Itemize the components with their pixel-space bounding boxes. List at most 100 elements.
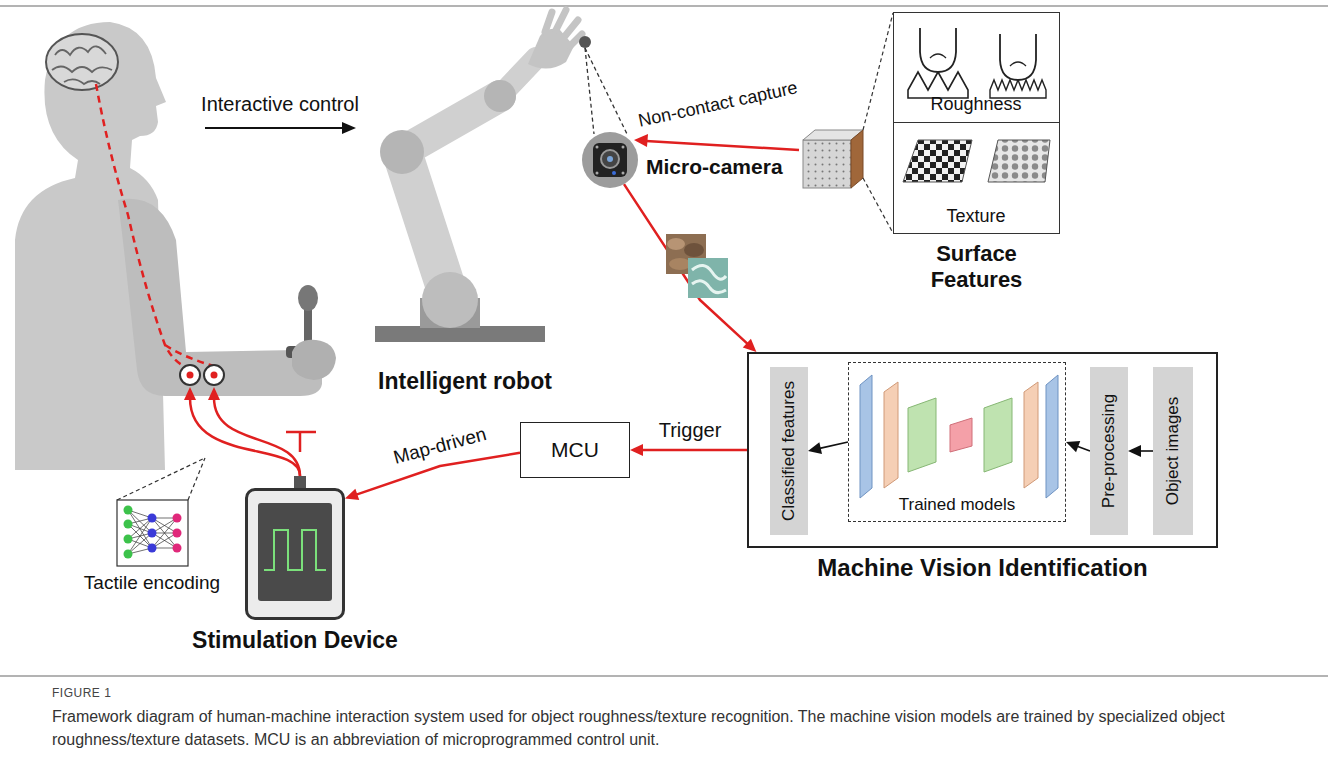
- circle-shape: [148, 514, 157, 523]
- path-shape: [264, 530, 326, 570]
- polygon-shape: [950, 418, 972, 452]
- stimulation-device: [246, 476, 344, 619]
- circle-shape: [173, 544, 182, 553]
- path-shape: [930, 54, 946, 58]
- connector-line: [642, 449, 747, 452]
- line-shape: [128, 533, 152, 554]
- edge-label: Trigger: [656, 418, 725, 442]
- rect-shape: [246, 489, 344, 619]
- polygon-shape: [903, 140, 972, 182]
- rect-shape: [803, 140, 851, 188]
- polygon-shape: [184, 387, 196, 400]
- circle-shape: [612, 171, 616, 175]
- figure-number: FIGURE 1: [52, 686, 111, 700]
- human-figure: [15, 22, 322, 470]
- line-shape: [863, 178, 893, 233]
- polygon-shape: [984, 398, 1012, 472]
- node-text: Pre-processing: [1099, 394, 1119, 508]
- circle-shape: [422, 272, 478, 328]
- top-rule: [0, 5, 1328, 7]
- circle-shape: [622, 146, 625, 149]
- roughness-panel: Roughness: [893, 12, 1060, 123]
- path-shape: [190, 398, 300, 476]
- preprocess-bar: Pre-processing: [1090, 367, 1128, 535]
- arrow-head: [630, 444, 643, 456]
- edge-label: Map-driven: [388, 422, 492, 470]
- control-arrow: [205, 122, 356, 134]
- circle-shape: [211, 372, 218, 379]
- circle-shape: [173, 514, 182, 523]
- polygon-shape: [1024, 382, 1038, 488]
- node-text: Texture: [893, 206, 1060, 228]
- ellipse-shape: [684, 243, 704, 257]
- path-shape: [96, 84, 190, 368]
- figure-caption: Framework diagram of human-machine inter…: [52, 705, 1282, 751]
- rect-shape: [593, 143, 627, 177]
- circle-shape: [484, 80, 516, 112]
- path-shape: [920, 28, 956, 72]
- circle-shape: [579, 36, 591, 48]
- ellipse-shape: [667, 238, 685, 250]
- circle-shape: [204, 365, 224, 385]
- connector-line: [624, 184, 748, 344]
- caption-rule: [0, 675, 1328, 677]
- cnn-layers: [860, 375, 1058, 498]
- captured-images: [666, 234, 728, 298]
- image-bar: Object images: [1153, 367, 1193, 535]
- circle-shape: [148, 529, 157, 538]
- node-text: Trained models: [849, 495, 1065, 515]
- path-shape: [214, 398, 300, 476]
- camera-icon: [582, 132, 638, 188]
- capture-label: Non-contact capture: [636, 77, 799, 132]
- circle-shape: [124, 520, 133, 529]
- node-text: MCU: [551, 437, 599, 462]
- connector-line: [1077, 446, 1090, 451]
- camera-circle: Micro-camera: [582, 132, 638, 188]
- device-body: Stimulation Device: [245, 488, 345, 620]
- path-shape: [545, 10, 582, 46]
- line-shape: [188, 458, 205, 500]
- polygon-shape: [988, 140, 1050, 182]
- circle-shape: [148, 544, 157, 553]
- circle-shape: [622, 172, 625, 175]
- circle-shape: [124, 550, 133, 559]
- stimulation-wires: [184, 387, 316, 476]
- connector-line: [820, 442, 848, 448]
- path-shape: [1000, 34, 1036, 80]
- path-shape: [1010, 62, 1026, 66]
- connector-line: [356, 453, 520, 495]
- texture-panel: Texture: [893, 123, 1060, 234]
- arrow-head: [1066, 441, 1080, 452]
- ellipse-shape: [669, 258, 691, 270]
- polygon-shape: [860, 375, 872, 498]
- ellipse-shape: [46, 34, 118, 90]
- node-text: Classified features: [779, 381, 799, 521]
- circle-shape: [124, 535, 133, 544]
- arrow-head: [808, 442, 822, 454]
- node-text: Micro-camera: [646, 154, 783, 179]
- connector: [808, 442, 848, 454]
- polygon-shape: [208, 387, 220, 400]
- joystick: [286, 285, 336, 380]
- circle-shape: [180, 365, 200, 385]
- line-shape: [585, 48, 628, 136]
- circle-shape: [601, 150, 619, 168]
- polygon-shape: [342, 122, 356, 134]
- robot-label: Intelligent robot: [378, 368, 552, 396]
- line-shape: [585, 48, 594, 134]
- polygon-shape: [908, 398, 936, 472]
- node-text: Surface Features: [902, 241, 1052, 294]
- circle-shape: [607, 156, 613, 162]
- arrow-head: [1128, 445, 1141, 457]
- polygon-shape: [851, 130, 863, 188]
- vision-box: Machine Vision IdentificationClassified …: [747, 352, 1218, 548]
- encoding-label: Tactile encoding: [84, 572, 220, 595]
- g-shape: [128, 510, 177, 554]
- model-box: Trained models: [848, 362, 1066, 522]
- roughness-illustration: [908, 28, 1046, 98]
- circle-shape: [582, 132, 638, 188]
- textured-cube: [803, 13, 893, 233]
- path-shape: [286, 432, 316, 452]
- line-shape: [117, 458, 205, 500]
